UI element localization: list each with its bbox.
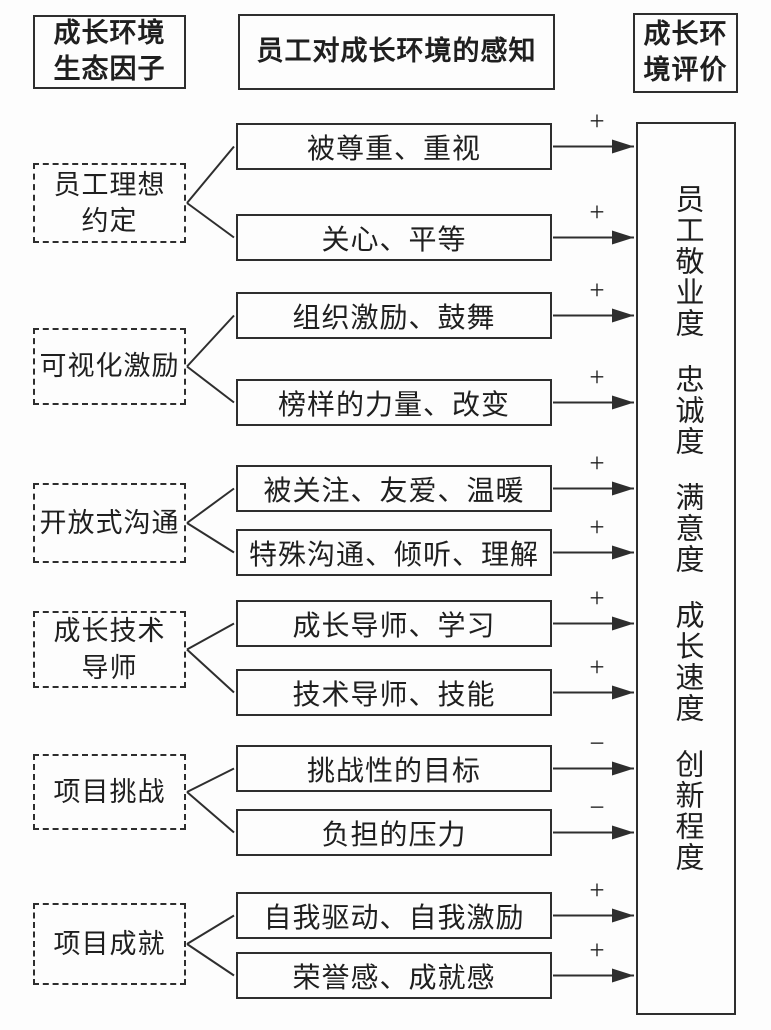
perception-box: 负担的压力: [236, 809, 552, 856]
factor-box-open-communication: 开放式沟通: [33, 483, 186, 563]
sign-label: +: [589, 362, 605, 392]
outcome-item-innovation: 创新程度: [670, 749, 703, 873]
sign-label: +: [589, 275, 605, 305]
outcome-box: 员工敬业度 忠诚度 满意度 成长速度 创新程度: [636, 122, 736, 1015]
perception-box: 特殊沟通、倾听、理解: [236, 529, 552, 576]
sign-label: +: [589, 197, 605, 227]
effect-arrows: [553, 139, 634, 983]
sign-label: +: [589, 583, 605, 613]
perception-box: 荣誉感、成就感: [236, 952, 552, 999]
sign-label: −: [589, 728, 605, 758]
sign-label: +: [589, 935, 605, 965]
perception-box: 自我驱动、自我激励: [236, 892, 552, 939]
header-eco-factors: 成长环境 生态因子: [33, 15, 186, 89]
perception-box: 关心、平等: [236, 214, 552, 261]
header-perception: 员工对成长环境的感知: [238, 14, 555, 90]
factor-box-ideal-agreement: 员工理想 约定: [33, 163, 186, 243]
factor-box-growth-tech-mentor: 成长技术 导师: [33, 611, 186, 688]
sign-label: +: [589, 652, 605, 682]
outcome-item-loyalty: 忠诚度: [670, 364, 703, 457]
factor-box-project-achievement: 项目成就: [33, 903, 186, 985]
outcome-item-engagement: 员工敬业度: [670, 184, 703, 339]
perception-box: 技术导师、技能: [236, 669, 552, 716]
sign-label: +: [589, 512, 605, 542]
perception-box: 榜样的力量、改变: [236, 379, 552, 426]
sign-label: +: [589, 448, 605, 478]
factor-box-visual-incentive: 可视化激励: [33, 328, 186, 405]
header-evaluation: 成长环 境评价: [633, 13, 738, 93]
factor-fan-lines: [186, 145, 235, 977]
perception-box: 组织激励、鼓舞: [236, 292, 552, 339]
sign-label: −: [589, 792, 605, 822]
perception-box: 挑战性的目标: [236, 745, 552, 792]
sign-label: +: [589, 875, 605, 905]
outcome-item-satisfaction: 满意度: [670, 482, 703, 575]
perception-box: 成长导师、学习: [236, 600, 552, 647]
outcome-item-growth-speed: 成长速度: [670, 600, 703, 724]
factor-box-project-challenge: 项目挑战: [33, 754, 186, 830]
sign-label: +: [589, 106, 605, 136]
perception-box: 被尊重、重视: [236, 123, 552, 170]
perception-box: 被关注、友爱、温暖: [236, 465, 552, 512]
